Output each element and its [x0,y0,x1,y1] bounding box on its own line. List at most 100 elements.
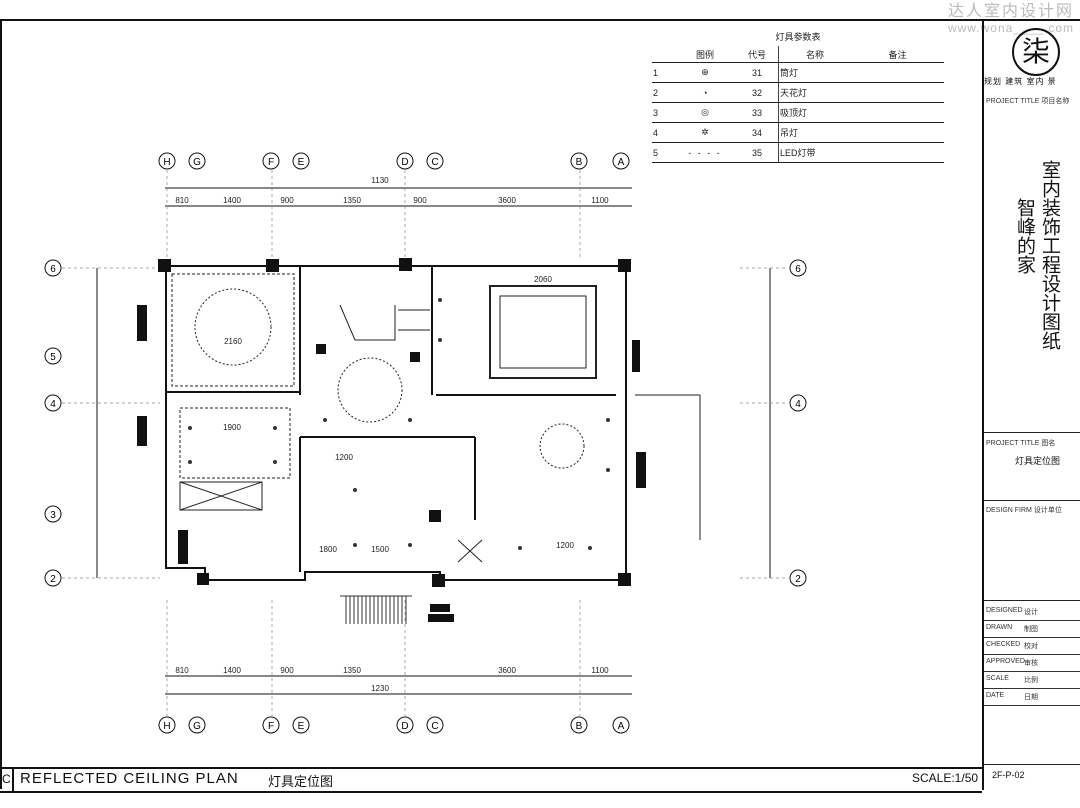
axis-label: A [618,157,625,168]
downlight-icon [353,543,357,547]
axis-bubble [292,152,310,170]
drawing-name: 灯具定位图 [1015,456,1061,466]
room-dimension-texts: 2160 1900 1200 1500 1800 1200 2060 [223,275,574,554]
axis-label: F [268,157,274,168]
axis-label: D [401,157,408,168]
sheet-border-top [0,19,1080,21]
field-row: DATE 日期 [984,689,1080,706]
axis-bubble [44,259,62,277]
legend-header-remark: 备注 [851,46,944,63]
dim-text: 900 [280,196,294,205]
downlight-icon [188,426,192,430]
axis-label: 4 [50,399,56,410]
downlight-icon [438,298,442,302]
dim-text: 1800 [319,545,337,554]
design-firm-label: DESIGN FIRM 设计单位 [986,507,1062,514]
living-ceiling-panel [489,285,597,379]
legend-row: 2 ◔ 32 天花灯 [652,82,944,103]
drawing-scale: SCALE:1/50 [912,771,979,785]
axis-label: 4 [795,399,801,410]
legend-header-row: 图例 代号 名称 备注 [652,46,944,63]
side-axis-bubbles: 6 5 4 3 2 6 4 2 [44,259,807,587]
drawing-title-label: PROJECT TITLE 图名 [986,440,1056,447]
pendant-lamp-icon: ✲ [674,122,736,143]
dim-text: 900 [280,666,294,675]
axis-bubble [426,716,444,734]
legend-row: 5 - - - - 35 LED灯带 [652,142,944,163]
legend-grid: 图例 代号 名称 备注 1 ⊕ 31 筒灯 2 ◔ 32 天花灯 3 ◎ [652,46,944,163]
axis-label: 5 [50,352,56,363]
axis-bubble [158,716,176,734]
bottom-axis-bubbles: H G F E D C B A [158,716,630,734]
axis-label: 6 [795,264,801,275]
axis-label: 2 [795,574,801,585]
axis-label: F [268,721,274,732]
axis-label: H [163,721,170,732]
axis-label: B [576,721,583,732]
dim-text: 1100 [591,666,609,675]
title-bar [0,767,982,793]
ceiling-circle-bedroom [194,288,272,366]
led-strip-icon: - - - - [674,142,736,163]
axis-bubble [570,152,588,170]
spotlight-icon: ◔ [674,82,736,103]
axis-bubble [188,716,206,734]
downlight-icon [518,546,522,550]
downlight-icon [438,338,442,342]
axis-bubble [44,394,62,412]
axis-label: C [431,721,438,732]
axis-bubble [44,569,62,587]
axis-label: D [401,721,408,732]
dim-text: 1350 [343,666,361,675]
dim-text: 2060 [534,275,552,284]
axis-label: 2 [50,574,56,585]
legend-row: 3 ◎ 33 吸顶灯 [652,102,944,123]
downlight-markers [188,298,610,550]
downlight-icon [273,460,277,464]
field-row: DRAWN 制图 [984,621,1080,638]
dim-text: 1200 [556,541,574,550]
field-row: DESIGNED 设计 [984,604,1080,621]
dim-text: 900 [413,196,427,205]
axis-label: 6 [50,264,56,275]
dim-text: 810 [175,666,189,675]
axis-bubble [570,716,588,734]
axis-bubble [612,152,630,170]
ceiling-features [171,273,701,563]
sheet-border-left [0,19,2,789]
axis-label: G [193,157,201,168]
project-title-label: PROJECT TITLE 项目名称 [986,98,1070,105]
axis-label: C [431,157,438,168]
dim-text: 1200 [335,453,353,462]
axis-label: B [576,157,583,168]
legend-caption: 灯具参数表 [775,32,821,42]
axis-bubble [44,505,62,523]
axis-bubble [789,569,807,587]
downlight-icon [323,418,327,422]
axis-bubble [396,716,414,734]
dim-text: 1400 [223,196,241,205]
ceiling-lamp-icon: ◎ [674,102,736,123]
axis-label: E [298,157,305,168]
lighting-legend-table: 灯具参数表 图例 代号 名称 备注 1 ⊕ 31 筒灯 2 ◔ 32 天花灯 [652,30,944,163]
dim-text: 3600 [498,666,516,675]
watermark-site: 达人室内设计网 [947,3,1074,20]
axis-label: H [163,157,170,168]
legend-row: 4 ✲ 34 吊灯 [652,122,944,143]
title-block-fields: DESIGNED 设计 DRAWN 制图 CHECKED 校对 APPROVED… [984,604,1080,706]
axis-bubble [292,716,310,734]
project-main-title: 室内装饰工程设计图纸 [1039,160,1061,350]
downlight-icon [588,546,592,550]
dim-text: 2160 [224,337,242,346]
axis-bubble [612,716,630,734]
title-block [982,20,1080,790]
downlight-icon: ⊕ [674,62,736,83]
downlight-icon [273,426,277,430]
dim-text: 3600 [498,196,516,205]
field-row: CHECKED 校对 [984,638,1080,655]
legend-header-code: 代号 [736,46,779,63]
axis-bubble [426,152,444,170]
axis-bubble [262,152,280,170]
dim-text: 1230 [371,684,389,693]
downlight-icon [408,543,412,547]
